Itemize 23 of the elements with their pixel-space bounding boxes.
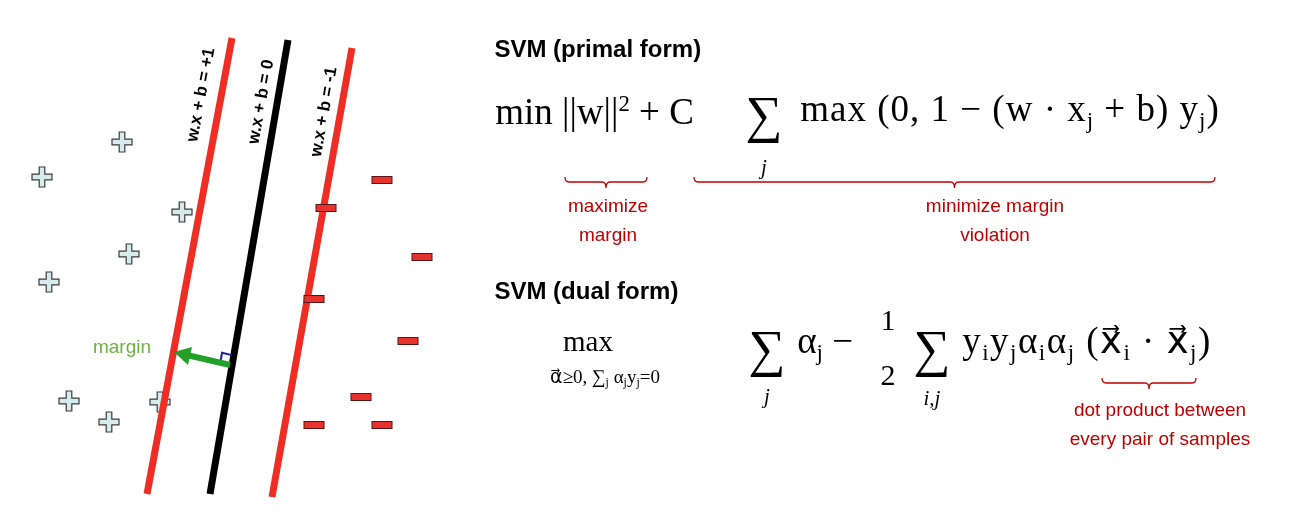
annotation-text: minimize margin violation	[924, 193, 1066, 247]
sum-index: j	[762, 382, 771, 410]
sum-symbol: ∑	[744, 84, 784, 145]
sum-index: i,j	[922, 384, 942, 412]
formula-term: max (0, 1 − (w · x$_{j}$ + b) y$_{j}$)	[799, 87, 1221, 135]
formula-term: min ||w||$^{2}$ + C	[494, 90, 695, 135]
fraction-numerator: 1	[879, 302, 897, 339]
formula-term: y$_{i}$y$_{j}$α$_{i}$α$_{j}$ (x⃗$_{i}$ · x⃗$_{j}$)	[961, 319, 1213, 367]
line-equation-label: w.x + b = -1	[305, 64, 343, 161]
sum-symbol: ∑	[912, 318, 952, 379]
line-equation-label: w.x + b = +1	[181, 45, 220, 146]
max-operator: max	[562, 323, 614, 359]
fraction-denominator: 2	[879, 357, 897, 394]
margin-label: margin	[91, 334, 153, 359]
formula-term: α$_{j}$ −	[796, 319, 855, 367]
max-constraint: α⃗≥0, ∑$_{j}$ α$_{j}$y$_{j}$=0	[549, 364, 661, 391]
sum-symbol: ∑	[747, 318, 787, 379]
sum-index: j	[759, 153, 768, 181]
line-equation-label: w.x + b = 0	[242, 57, 279, 148]
annotation-text: maximize margin	[566, 193, 650, 247]
section-heading: SVM (primal form)	[493, 34, 703, 65]
annotation-text: dot product between every pair of samples	[1068, 397, 1252, 451]
section-heading: SVM (dual form)	[493, 276, 680, 307]
